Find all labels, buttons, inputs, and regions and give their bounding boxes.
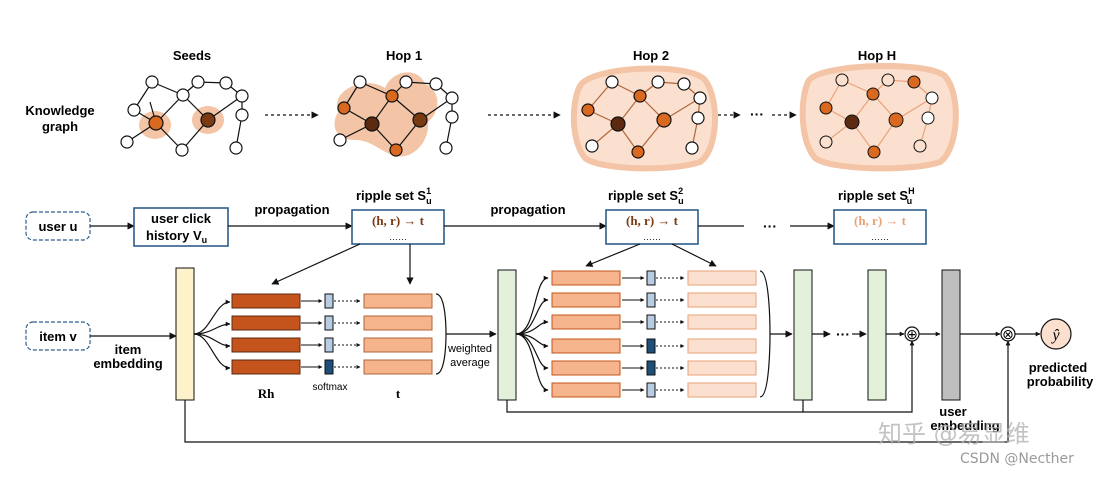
weighted-average-line2: average <box>450 357 490 369</box>
user-click-line1: user click <box>151 211 212 226</box>
y-hat-symbol: ŷ <box>1050 327 1060 344</box>
kg-label-line2: graph <box>42 119 78 134</box>
hop-ellipsis: ··· <box>750 106 764 122</box>
arrow-ripple2-to-t <box>671 243 717 267</box>
hopH-output-bar <box>867 269 887 401</box>
t-label: t <box>396 386 401 401</box>
hop2-brace <box>759 270 771 398</box>
zhihu-watermark: 知乎 @易显维 <box>878 420 1030 448</box>
user-label: user u <box>38 219 77 234</box>
hopH-title: Hop H <box>858 48 896 63</box>
rh-label: Rh <box>258 386 275 401</box>
ripple-set-1-triple: (h, r) → t <box>372 213 425 228</box>
item-embedding-skip-to-product <box>184 340 1011 443</box>
item-embedding-line1: item <box>115 342 142 357</box>
hop1-t-vectors <box>363 293 433 375</box>
hop1-rh-vectors <box>231 293 301 375</box>
hop1-softmax-cells <box>324 293 334 375</box>
graph-hop2 <box>570 65 718 172</box>
hop2-softmax-cells <box>646 270 656 398</box>
user-embedding-bar <box>941 269 961 401</box>
propagation-label-1: propagation <box>254 202 329 217</box>
kg-label-line1: Knowledge <box>25 103 94 118</box>
item-embedding-line2: embedding <box>93 356 162 371</box>
softmax-label: softmax <box>312 382 347 393</box>
ripple-set-2-dots: …… <box>643 232 661 242</box>
csdn-watermark: CSDN @Necther <box>960 451 1074 467</box>
hop2-title: Hop 2 <box>633 48 669 63</box>
hop2-output-bar <box>793 269 813 401</box>
graph-hop1 <box>333 72 459 157</box>
weighted-average-line1: weighted <box>447 343 492 355</box>
arrow-ripple2-to-rh <box>585 243 641 267</box>
model-ellipsis: ··· <box>836 326 850 342</box>
hop1-output-bar <box>497 269 517 401</box>
propagation-label-2: propagation <box>490 202 565 217</box>
sum-symbol: ⊕ <box>906 326 918 342</box>
seeds-title: Seeds <box>173 48 211 63</box>
product-symbol: ⊗ <box>1002 326 1014 342</box>
graph-hopH <box>799 63 959 172</box>
arrow-ripple1-to-rh <box>271 243 361 285</box>
user-click-history-box <box>133 207 229 247</box>
item-embedding-bar <box>175 267 195 401</box>
ripple-set-1-box <box>351 209 445 245</box>
skip-hop1-to-sum <box>506 340 915 413</box>
item-label: item v <box>39 329 77 344</box>
predicted-output-node <box>1040 318 1072 350</box>
user-click-line2: history Vu <box>146 228 207 245</box>
ripple-set-2-box <box>605 209 699 245</box>
ripple-set-H-dots: …… <box>871 232 889 242</box>
predicted-probability-line1: predicted <box>1029 360 1088 375</box>
hop1-brace <box>435 293 447 375</box>
ripple-set-2-triple: (h, r) → t <box>626 213 679 228</box>
hop1-softmax-arrows <box>301 299 361 369</box>
user-embedding-line1: user <box>939 404 966 419</box>
hop2-softmax-arrows <box>622 276 685 392</box>
user-embedding-line2: embedding <box>930 418 999 433</box>
hop1-fan-arrows <box>193 299 231 371</box>
hop2-fan-arrows <box>515 275 549 393</box>
predicted-probability-line2: probability <box>1027 374 1094 389</box>
hop2-rh-vectors <box>551 270 621 398</box>
ripple-ellipsis: ··· <box>763 218 777 234</box>
hop1-title: Hop 1 <box>386 48 422 63</box>
ripple-set-H-triple: (h, r) → t <box>854 213 907 228</box>
hop2-t-vectors <box>687 270 757 398</box>
graph-seeds <box>120 75 249 157</box>
ripple-set-1-dots: …… <box>389 232 407 242</box>
ripple-set-H-box <box>833 209 927 245</box>
